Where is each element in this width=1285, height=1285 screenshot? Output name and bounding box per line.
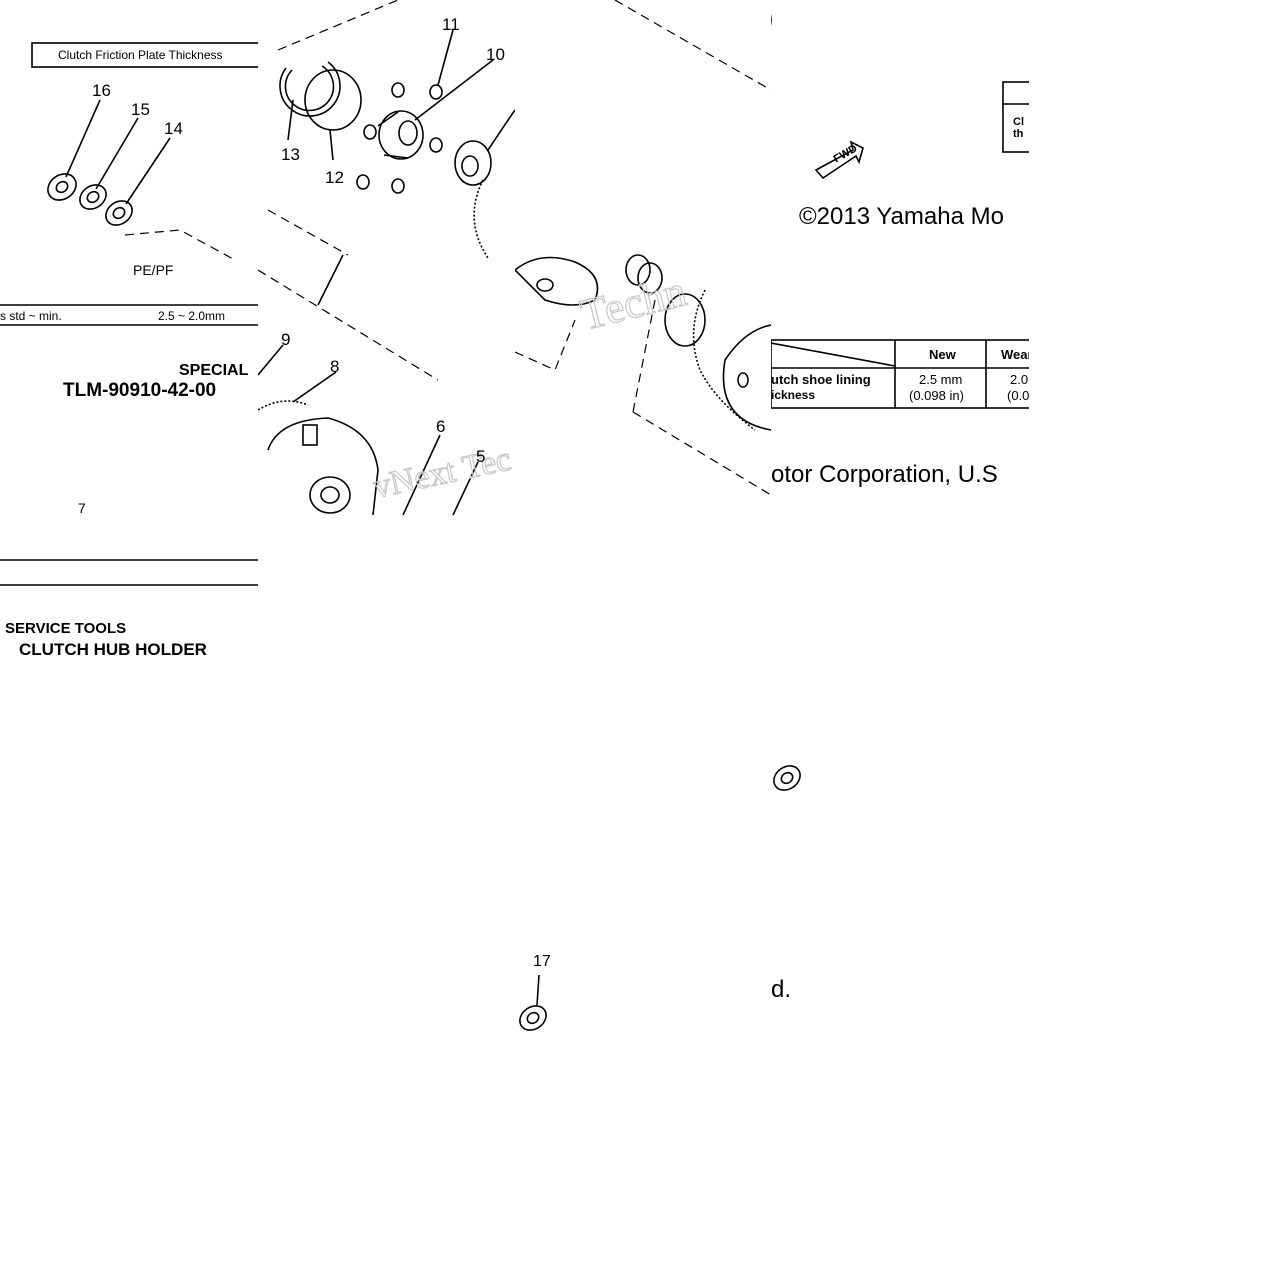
spec-box xyxy=(31,42,258,68)
fwd-arrow-icon xyxy=(814,140,864,180)
callout-12: 12 xyxy=(325,168,344,187)
callout-15: 15 xyxy=(131,100,150,119)
tile-yamaha-spec: FWD Cl th ©2013 Yamaha Mo New Wear utch … xyxy=(771,0,1029,1285)
watermark-c: Techn xyxy=(576,266,692,339)
tile-c-drawing: Techn xyxy=(515,0,771,1031)
clutch-hub-holder: CLUTCH HUB HOLDER xyxy=(19,640,207,659)
tile-a-drawing xyxy=(0,42,258,586)
box-fragment: Cl th xyxy=(1013,116,1024,140)
spec-box-label: Clutch Friction Plate Thickness xyxy=(58,48,223,62)
tile-clutch-exploded-lower: Techn 17 xyxy=(515,0,771,1285)
special-label: SPECIAL xyxy=(179,362,249,379)
tile-b-drawing: vNext Tec xyxy=(258,0,515,515)
callout-9: 9 xyxy=(281,330,291,349)
watermark: vNext Tec xyxy=(370,441,514,506)
tail-text: d. xyxy=(771,976,792,1003)
callout-16: 16 xyxy=(92,81,111,100)
tile-clutch-exploded-upper: vNext Tec 11 10 13 12 9 8 6 5 xyxy=(258,0,515,515)
service-tools-heading: SERVICE TOOLS xyxy=(5,620,127,637)
callout-7: 7 xyxy=(78,500,86,516)
washer-part xyxy=(105,200,133,226)
table-new-mm: 2.5 mm xyxy=(919,372,963,387)
callout-13: 13 xyxy=(281,145,300,164)
callout-14: 14 xyxy=(164,119,183,138)
ring-part xyxy=(304,69,362,131)
lock-washer-part xyxy=(79,184,107,210)
table-row-label-2: ickness xyxy=(771,388,816,402)
table-header-new: New xyxy=(929,347,956,362)
corporation-line: otor Corporation, U.S xyxy=(771,461,998,488)
part-number: TLM-90910-42-00 xyxy=(63,380,217,401)
clutch-housing-part xyxy=(454,109,515,259)
tile-clutch-spec: Clutch Friction Plate Thickness 16 15 14… xyxy=(0,0,258,1285)
nut-part xyxy=(47,173,77,201)
spec-table-frame xyxy=(771,339,1029,409)
callout-10: 10 xyxy=(486,45,505,64)
callout-17: 17 xyxy=(533,953,551,970)
part-17 xyxy=(519,1005,547,1031)
copyright-line: ©2013 Yamaha Mo xyxy=(799,203,1004,230)
callout-6: 6 xyxy=(436,417,446,436)
circlip-part xyxy=(279,61,341,117)
spec-row-label: s std ~ min. xyxy=(0,309,62,323)
one-way-clutch-part xyxy=(377,110,424,160)
part-fragment xyxy=(773,765,801,791)
roller-parts xyxy=(356,82,443,194)
table-header-wear: Wear xyxy=(1001,347,1029,362)
table-wear-mm: 2.0 xyxy=(1010,372,1029,387)
callout-8: 8 xyxy=(330,357,340,376)
clutch-drum-part xyxy=(515,254,771,431)
table-row-label-1: utch shoe lining xyxy=(771,372,871,387)
clutch-shoe-part xyxy=(258,400,379,515)
table-wear-in: (0.0 xyxy=(1007,388,1029,403)
model-label: PE/PF xyxy=(133,262,174,278)
spec-row-value: 2.5 ~ 2.0mm xyxy=(158,309,226,323)
table-new-in: (0.098 in) xyxy=(909,388,964,403)
callout-5: 5 xyxy=(476,447,486,466)
callout-11: 11 xyxy=(442,15,460,34)
tile-d-drawing xyxy=(771,14,1029,791)
